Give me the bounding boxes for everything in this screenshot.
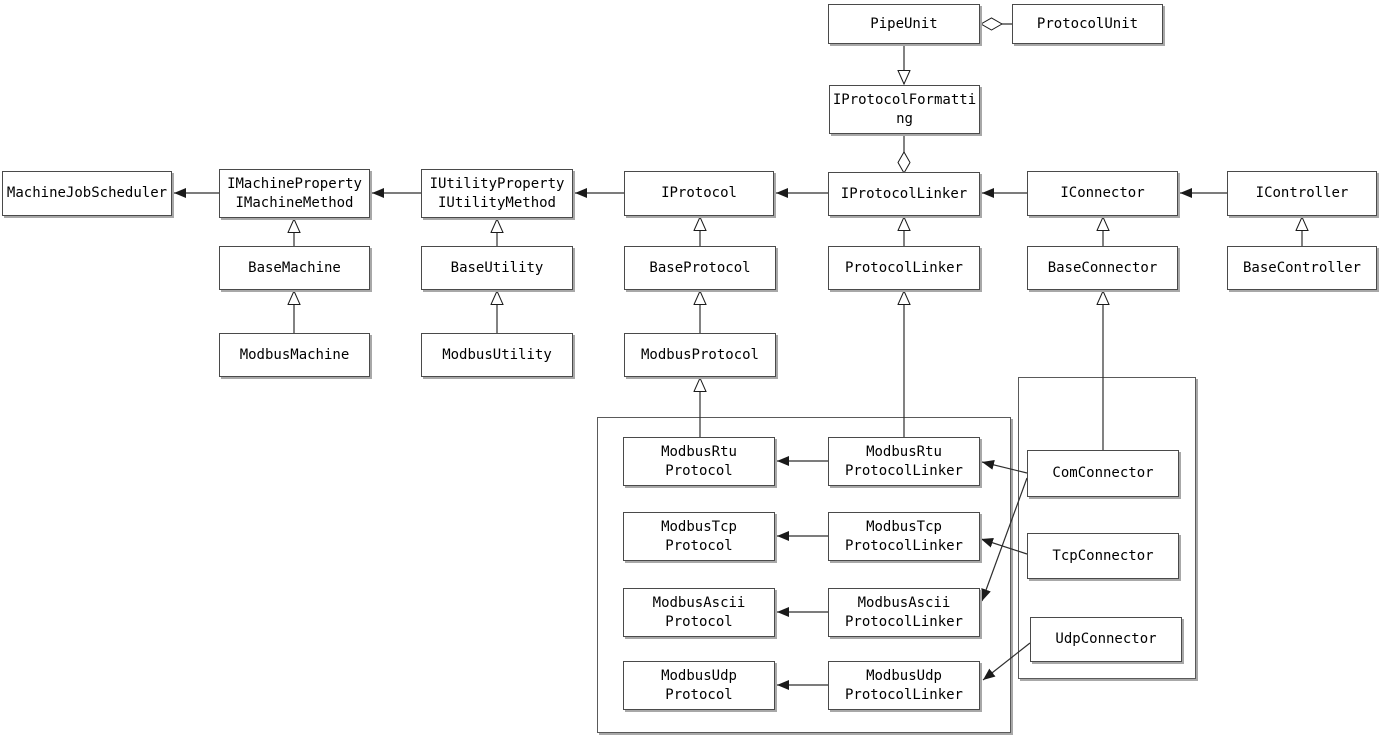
class-box-tcpconnector: TcpConnector [1027,533,1179,579]
class-box-modbustcpprotocol: ModbusTcp Protocol [623,512,775,561]
class-box-basemachine: BaseMachine [219,246,370,290]
class-box-baseutility: BaseUtility [421,246,573,290]
class-box-iutilityproperty-iutilitymethod: IUtilityProperty IUtilityMethod [421,169,573,218]
class-box-modbusprotocol: ModbusProtocol [624,333,776,377]
class-box-modbusudpprotocol: ModbusUdp Protocol [623,661,775,710]
class-box-iconnector: IConnector [1027,171,1178,216]
class-box-imachineproperty-imachinemethod: IMachineProperty IMachineMethod [219,169,370,218]
class-box-modbustcpprotocollinker: ModbusTcp ProtocolLinker [828,512,980,561]
class-box-protocolunit: ProtocolUnit [1012,4,1163,44]
class-box-iprotocol: IProtocol [624,171,774,216]
class-box-modbusudpprotocollinker: ModbusUdp ProtocolLinker [828,661,980,710]
class-box-iprotocolformatting: IProtocolFormatting [829,85,980,134]
class-box-baseconnector: BaseConnector [1027,246,1178,290]
class-box-modbusutility: ModbusUtility [421,333,573,377]
class-box-pipeunit: PipeUnit [828,4,980,44]
class-box-machinejobscheduler: MachineJobScheduler [2,171,172,216]
class-box-modbusmachine: ModbusMachine [219,333,370,377]
class-box-iprotocollinker: IProtocolLinker [828,172,980,216]
class-box-icontroller: IController [1227,171,1377,216]
class-box-modbusrtuprotocollinker: ModbusRtu ProtocolLinker [828,437,980,486]
class-box-protocollinker: ProtocolLinker [828,246,980,290]
class-box-udpconnector: UdpConnector [1030,617,1182,662]
class-box-basecontroller: BaseController [1227,246,1377,290]
class-box-baseprotocol: BaseProtocol [624,246,776,290]
class-box-comconnector: ComConnector [1027,450,1179,497]
class-box-modbusasciiprotocollinker: ModbusAscii ProtocolLinker [828,588,980,637]
class-box-modbusasciiprotocol: ModbusAscii Protocol [623,588,775,637]
class-box-modbusrtuprotocol: ModbusRtu Protocol [623,437,775,486]
